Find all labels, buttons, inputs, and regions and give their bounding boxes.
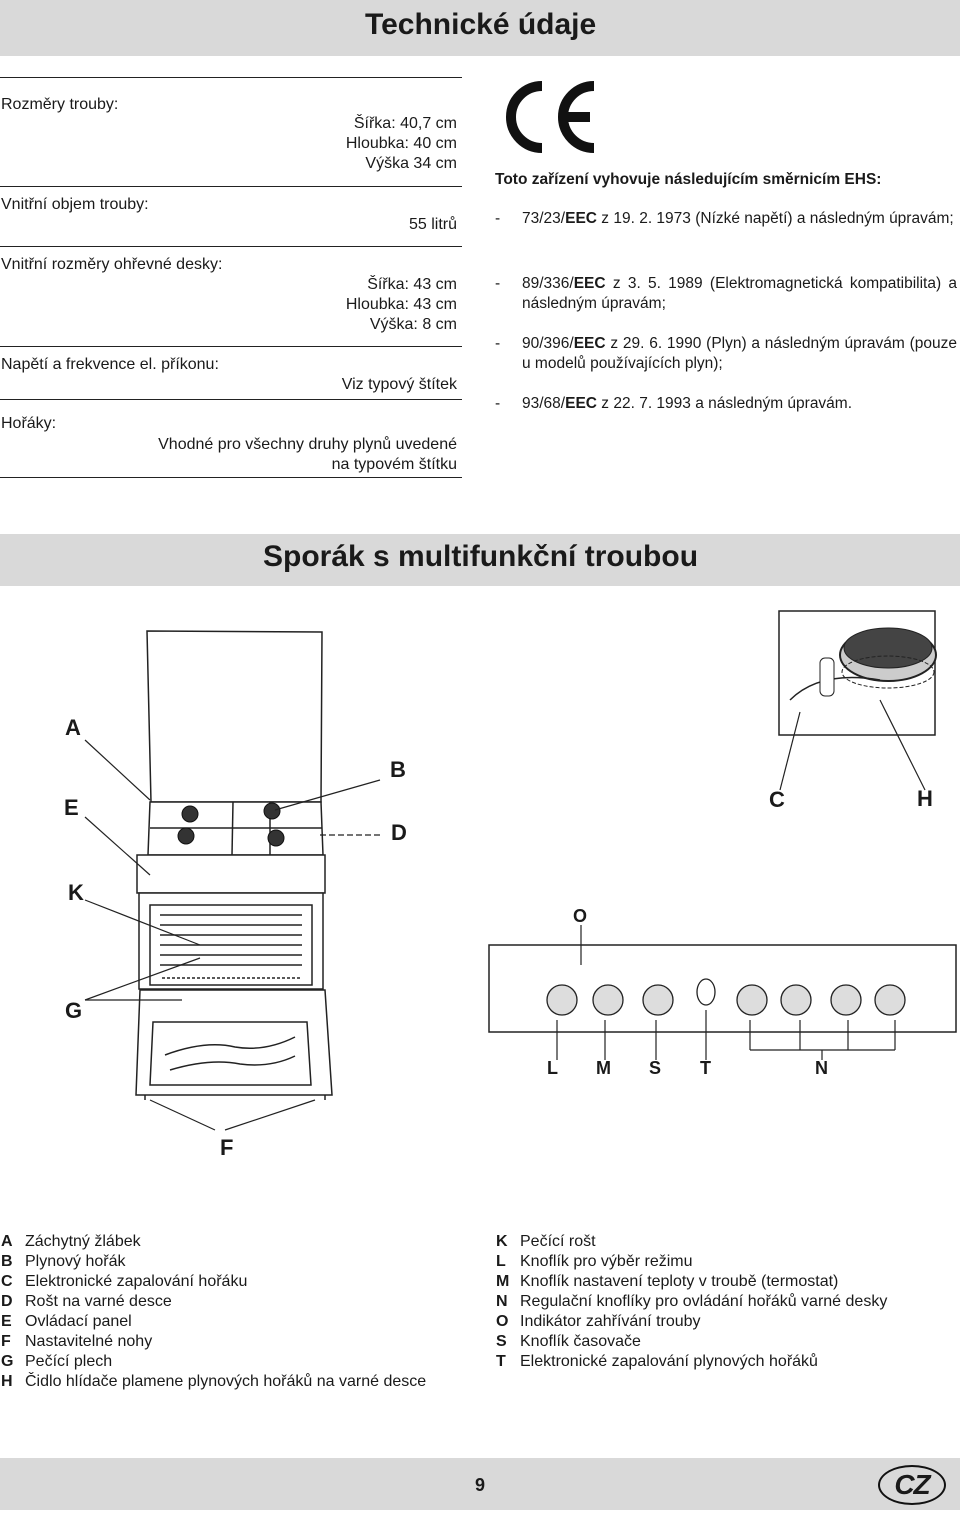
spec-divider [0,77,462,78]
callout-m: M [596,1058,611,1078]
spec-value-burners: Vhodné pro všechny druhy plynů uvedené n… [158,435,457,475]
spec-line: Výška 34 cm [365,155,457,172]
directive-number: 93/68/ [522,395,566,412]
cooker-illustration [84,610,957,1131]
directive-item: - 89/336/EEC z 3. 5. 1989 (Elektromagnet… [495,274,957,314]
spec-value-oven-dims: Šířka: 40,7 cm Hloubka: 40 cm Výška 34 c… [346,114,457,174]
callout-d: D [391,820,407,845]
ce-mark-logo [506,81,595,153]
section-band [0,534,960,586]
dash: - [495,395,501,412]
directive-text: z 3. 5. 1989 (Elektromagnetická kompatib… [522,275,957,312]
spec-line: Vhodné pro všechny druhy plynů uvedené [158,436,457,453]
section-title: Sporák s multifunkční troubou [263,540,699,573]
directive-text: z 22. 7. 1993 a následným úpravám. [596,395,853,412]
callout-e: E [64,795,79,820]
spec-divider [0,246,462,247]
callout-h: H [917,786,933,811]
callout-l: L [547,1058,558,1078]
spec-divider [0,477,462,478]
page-title: Technické údaje [365,8,597,41]
ce-heading: Toto zařízení vyhovuje následujícím směr… [495,171,882,188]
spec-label-hob-dims: Vnitřní rozměry ohřevné desky: [1,256,223,273]
directive-number: 90/396/ [522,335,574,352]
directive-code: EEC [573,275,606,292]
dash: - [495,210,501,227]
directive-text: z 29. 6. 1990 (Plyn) a následným úpravám… [522,335,957,372]
callout-s: S [649,1058,662,1078]
spec-label-voltage: Napětí a frekvence el. příkonu: [1,356,219,373]
directive-code: EEC [573,335,606,352]
dash: - [495,335,501,352]
directive-code: EEC [565,210,597,227]
spec-line: na typovém štítku [331,456,457,473]
header-band [0,0,960,56]
directive-number: 73/23/ [522,210,566,227]
spec-line: Hloubka: 43 cm [345,296,457,313]
callout-k: K [68,880,84,905]
directive-code: EEC [565,395,597,412]
spec-value-hob-dims: Šířka: 43 cm Hloubka: 43 cm Výška: 8 cm [346,275,457,335]
spec-value-voltage: Viz typový štítek [341,376,457,393]
language-badge: CZ [878,1465,946,1505]
callout-f: F [220,1135,234,1160]
callout-g: G [65,998,83,1023]
spec-divider [0,346,462,347]
callout-a: A [65,715,81,740]
spec-line: Hloubka: 40 cm [345,135,457,152]
spec-line: Šířka: 43 cm [367,276,457,293]
spec-label-burners: Hořáky: [1,415,57,432]
spec-divider [0,186,462,187]
callout-o: O [573,906,588,926]
callout-c: C [769,787,785,812]
callout-b: B [390,757,406,782]
spec-divider [0,399,462,400]
directive-item: - 73/23/EEC z 19. 2. 1973 (Nízké napětí)… [495,209,957,229]
dash: - [495,275,501,292]
footer-band [0,1458,960,1510]
spec-label-oven-volume: Vnitřní objem trouby: [1,196,149,213]
directive-item: - 93/68/EEC z 22. 7. 1993 a následným úp… [495,394,957,414]
directive-text: z 19. 2. 1973 (Nízké napětí) a následným… [596,210,954,227]
spec-line: Výška: 8 cm [369,316,457,333]
callout-n: N [815,1058,828,1078]
page-number: 9 [474,1475,485,1495]
directive-number: 89/336/ [522,275,574,292]
spec-value-oven-volume: 55 litrů [408,216,457,233]
spec-label-oven-dims: Rozměry trouby: [1,96,119,113]
directive-item: - 90/396/EEC z 29. 6. 1990 (Plyn) a násl… [495,334,957,374]
spec-line: Šířka: 40,7 cm [353,115,457,132]
callout-t: T [700,1058,711,1078]
